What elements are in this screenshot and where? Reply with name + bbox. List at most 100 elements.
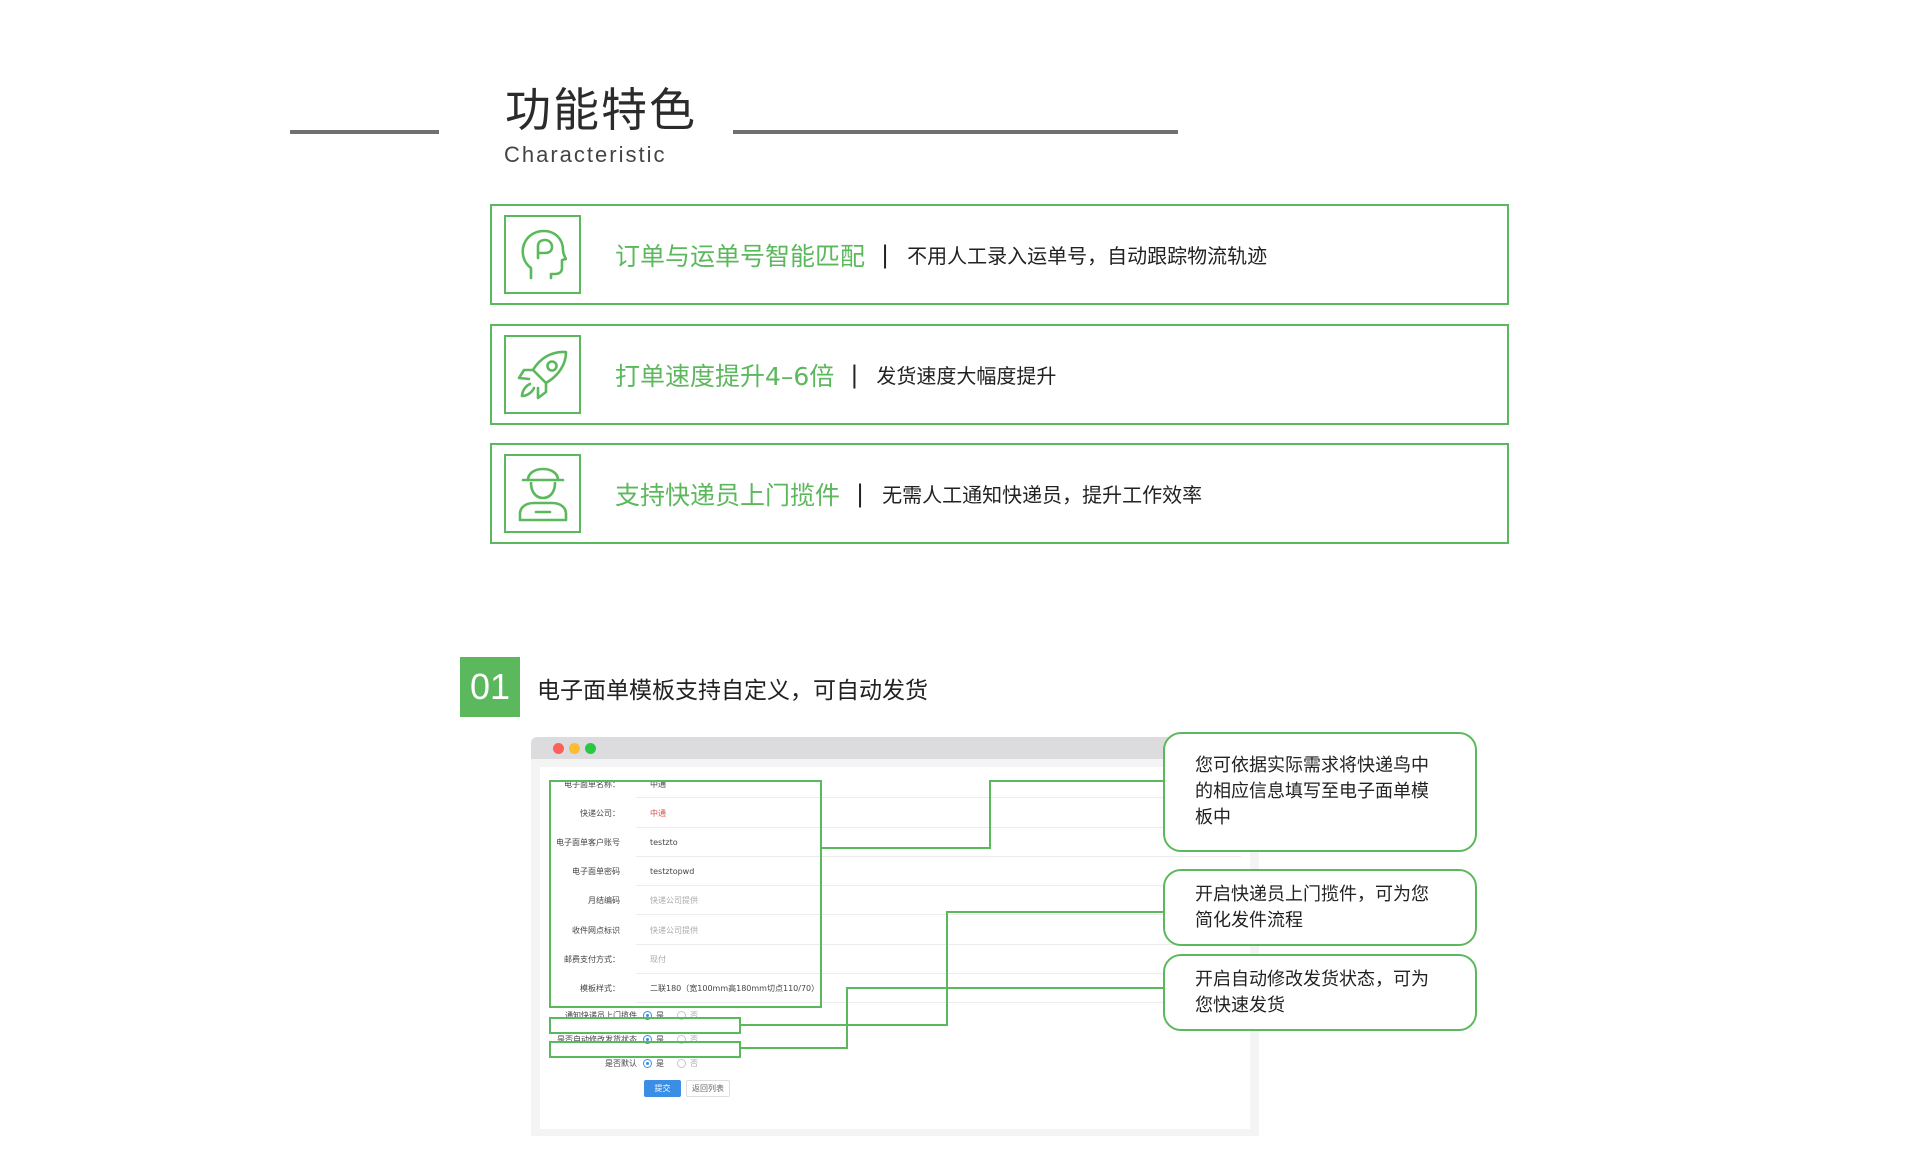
radio-row: 通知快递员上门揽件 是 否 [540,1009,1240,1023]
highlight-fields-box [549,780,822,1008]
form-row: 电子面单客户账号 testzto [540,836,1240,850]
page-title: 功能特色 [505,83,697,137]
form-row: 快递公司： 中通 [540,807,1240,821]
feature-description: 发货速度大幅度提升 [876,364,1057,388]
radio-no-label: 否 [690,1011,698,1020]
radio-yes[interactable] [643,1059,652,1068]
field-label: 月结编码 [588,896,620,905]
row-divider [636,914,1241,915]
page-subtitle: Characteristic [504,142,667,167]
radio-no-label: 否 [690,1059,698,1068]
radio-label: 是否默认 [605,1059,637,1068]
connector-line [989,780,991,849]
connector-line [946,911,948,1026]
field-select[interactable]: 中通 [650,809,666,818]
feature-text-3: 支持快递员上门揽件 | 无需人工通知快递员，提升工作效率 [615,445,1202,542]
form-row: 电子面单密码 testztopwd [540,865,1240,879]
header-line-left [290,130,439,134]
radio-yes-label: 是 [656,1035,664,1044]
callout-text: 开启快递员上门揽件，可为您简化发件流程 [1195,883,1429,931]
maximize-dot-icon [585,743,596,754]
connector-line [946,911,1165,913]
feature-separator: | [856,479,865,508]
minimize-dot-icon [569,743,580,754]
form-row: 收件网点标识 快递公司提供 [540,924,1240,938]
field-select[interactable]: 现付 [650,955,666,964]
feature-text-1: 订单与运单号智能匹配 | 不用人工录入运单号，自动跟踪物流轨迹 [615,206,1267,303]
feature-separator: | [881,240,890,269]
step-heading: 电子面单模板支持自定义，可自动发货 [537,678,928,704]
radio-yes-label: 是 [656,1059,664,1068]
row-divider [636,944,1241,945]
field-input[interactable]: testztopwd [650,867,695,876]
window-title-bar [531,737,1259,759]
row-divider [636,885,1241,886]
field-input[interactable]: testzto [650,838,678,847]
field-input[interactable]: 快递公司提供 [650,896,698,905]
feature-title: 支持快递员上门揽件 [615,480,841,510]
field-select[interactable]: 二联180（宽100mm高180mm切点110/70） [650,984,820,993]
feature-description: 不用人工录入运单号，自动跟踪物流轨迹 [907,244,1268,268]
feature-text-2: 打单速度提升4–6倍 | 发货速度大幅度提升 [615,326,1056,423]
courier-icon [504,454,581,533]
row-divider [636,856,1241,857]
close-dot-icon [553,743,564,754]
step-number-badge: 01 [460,657,520,717]
row-divider [636,827,1241,828]
header-line-right [733,130,1178,134]
field-input[interactable]: 快递公司提供 [650,926,698,935]
field-label: 电子面单客户账号 [556,838,620,847]
connector-line [739,1047,848,1049]
field-label: 电子面单密码 [572,867,620,876]
connector-line [739,1024,948,1026]
radio-no[interactable] [677,1035,686,1044]
radio-label: 通知快递员上门揽件 [565,1011,637,1020]
row-divider [636,797,1241,798]
field-label: 邮费支付方式： [564,955,620,964]
callout-text: 开启自动修改发货状态，可为您快速发货 [1195,968,1429,1016]
feature-title: 订单与运单号智能匹配 [615,241,866,271]
back-to-list-button[interactable]: 返回列表 [686,1080,730,1097]
radio-no-label: 否 [690,1035,698,1044]
field-input[interactable]: 中通 [650,780,666,789]
radio-yes[interactable] [643,1011,652,1020]
rocket-icon [504,335,581,414]
row-divider [636,973,1241,974]
field-label: 电子面单名称： [564,780,620,789]
callout-pickup: 开启快递员上门揽件，可为您简化发件流程 [1163,869,1477,946]
form-row: 电子面单名称： 中通 [540,778,1240,792]
connector-line [820,847,991,849]
feature-card-3: 支持快递员上门揽件 | 无需人工通知快递员，提升工作效率 [490,443,1509,544]
feature-title: 打单速度提升4–6倍 [615,361,835,391]
form-row: 邮费支付方式： 现付 [540,953,1240,967]
radio-row: 是否自动修改发货状态 是 否 [540,1033,1240,1047]
radio-yes-label: 是 [656,1011,664,1020]
head-icon [504,215,581,294]
highlight-pickup-box [549,1017,741,1034]
template-form: 电子面单名称： 中通 快递公司： 中通 电子面单客户账号 testzto 电子面… [540,767,1250,1129]
highlight-status-box [549,1041,741,1058]
radio-label: 是否自动修改发货状态 [557,1035,637,1044]
callout-text: 您可依据实际需求将快递鸟中的相应信息填写至电子面单模板中 [1195,755,1429,828]
row-divider [636,1002,1241,1003]
feature-card-1: 订单与运单号智能匹配 | 不用人工录入运单号，自动跟踪物流轨迹 [490,204,1509,305]
field-label: 收件网点标识 [572,926,620,935]
connector-line [846,987,848,1049]
callout-template-info: 您可依据实际需求将快递鸟中的相应信息填写至电子面单模板中 [1163,732,1477,852]
connector-line [846,987,1165,989]
form-row: 月结编码 快递公司提供 [540,894,1240,908]
callout-auto-status: 开启自动修改发货状态，可为您快速发货 [1163,954,1477,1031]
field-label: 模板样式： [580,984,620,993]
feature-separator: | [850,360,859,389]
submit-button[interactable]: 提交 [644,1080,681,1097]
field-label: 快递公司： [580,809,620,818]
radio-yes[interactable] [643,1035,652,1044]
radio-row: 是否默认 是 否 [540,1057,1240,1071]
radio-no[interactable] [677,1011,686,1020]
connector-line [989,780,1165,782]
browser-window: 电子面单名称： 中通 快递公司： 中通 电子面单客户账号 testzto 电子面… [531,737,1259,1136]
radio-no[interactable] [677,1059,686,1068]
feature-card-2: 打单速度提升4–6倍 | 发货速度大幅度提升 [490,324,1509,425]
feature-description: 无需人工通知快递员，提升工作效率 [882,483,1203,507]
form-row: 模板样式： 二联180（宽100mm高180mm切点110/70） [540,982,1240,996]
